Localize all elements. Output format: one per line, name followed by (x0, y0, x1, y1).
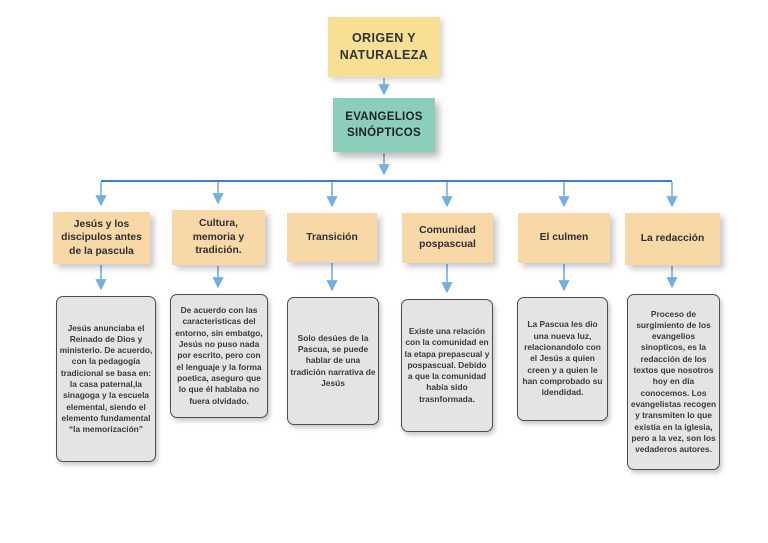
branch-header: Comunidad pospascual (402, 213, 493, 263)
main-node: EVANGELIOS SINÓPTICOS (333, 98, 435, 152)
root-node-label: ORIGEN Y NATURALEZA (339, 31, 429, 62)
branch-title: La redacción (640, 233, 705, 245)
branch-header: Jesús y los discipulos antes de la pascu… (53, 212, 150, 264)
branch-detail-text: Existe una relación con la comunidad en … (404, 325, 490, 404)
branch-detail-box: Solo desúes de la Pascua, se puede habla… (287, 297, 379, 425)
branch-title: Comunidad pospascual (419, 225, 476, 250)
branch-header: Transición (287, 213, 377, 262)
branch-detail-text: Proceso de surgimiento de los evangelios… (630, 308, 717, 455)
branch-detail-text: Jesús anunciaba el Reinado de Dios y min… (59, 322, 153, 435)
branch-title: Jesús y los discipulos antes de la pascu… (61, 218, 142, 257)
branch-detail-text: De acuerdo con las caracteristicas del e… (175, 305, 263, 406)
branch-detail-box: Proceso de surgimiento de los evangelios… (627, 294, 720, 470)
branch-title: Cultura, memoria y tradición. (192, 218, 245, 257)
branch-header: La redacción (625, 213, 720, 265)
root-node: ORIGEN Y NATURALEZA (328, 17, 440, 77)
main-node-label: EVANGELIOS SINÓPTICOS (345, 110, 423, 139)
branch-detail-text: Solo desúes de la Pascua, se puede habla… (290, 332, 376, 388)
branch-title: Transición (306, 231, 358, 243)
branch-header: El culmen (518, 213, 610, 263)
branch-header: Cultura, memoria y tradición. (172, 210, 265, 265)
branch-detail-box: Jesús anunciaba el Reinado de Dios y min… (56, 296, 156, 462)
branch-detail-box: De acuerdo con las caracteristicas del e… (170, 294, 268, 418)
branch-title: El culmen (539, 232, 589, 244)
branch-detail-text: La Pascua les dio una nueva luz, relacio… (522, 319, 603, 398)
branch-detail-box: Existe una relación con la comunidad en … (401, 299, 493, 432)
branch-detail-box: La Pascua les dio una nueva luz, relacio… (517, 297, 608, 421)
